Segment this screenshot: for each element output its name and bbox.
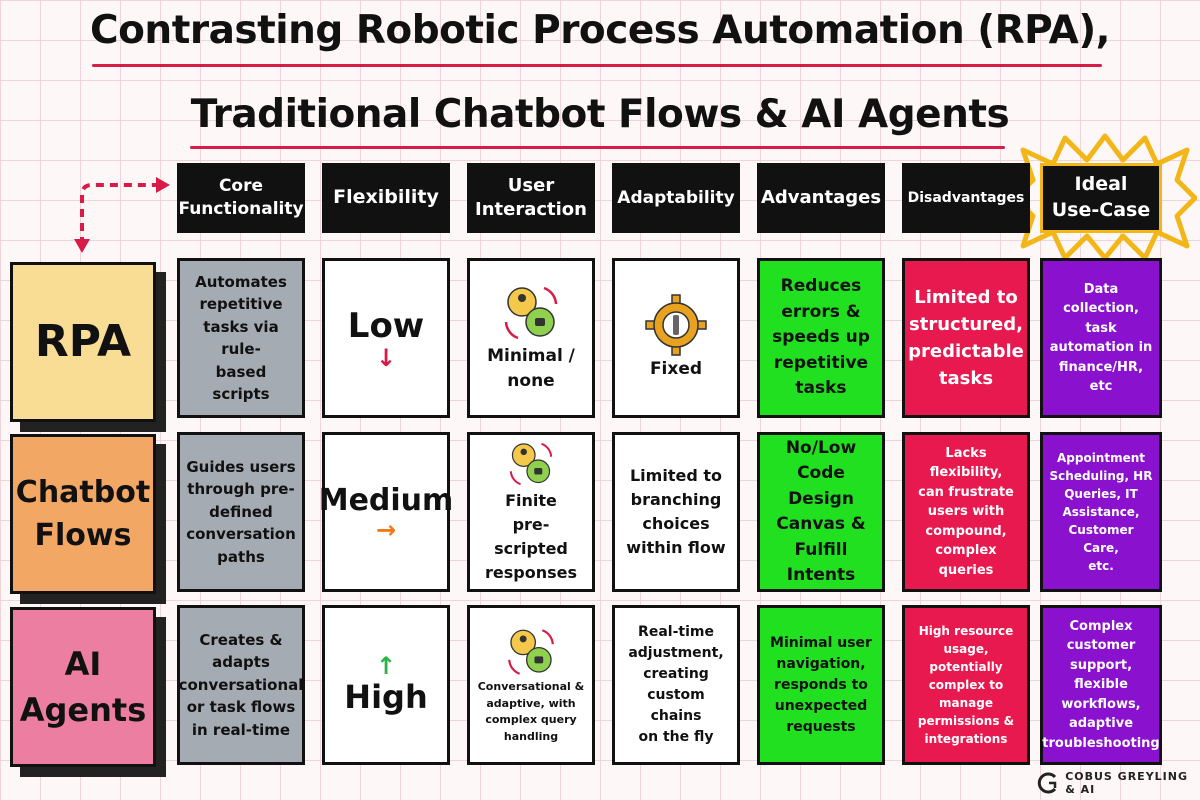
- page-title-line2: Traditional Chatbot Flows & AI Agents: [190, 92, 1010, 137]
- cell-chatbot-flexibility: Medium →: [319, 432, 453, 592]
- title-underline-1: [92, 64, 1102, 67]
- cell-chatbot-core: Guides users through pre- defined conver…: [177, 432, 305, 592]
- column-header-user-interaction: User Interaction: [467, 163, 595, 233]
- cell-agents-interaction: Conversational & adaptive, with complex …: [467, 605, 595, 765]
- starburst-highlight-icon: [1013, 133, 1197, 261]
- flexibility-level: Low: [347, 306, 425, 346]
- cell-agents-disadvantages: High resource usage, potentially complex…: [902, 605, 1030, 765]
- column-header-ideal-use-case: Ideal Use-Case: [1040, 163, 1162, 233]
- column-header-disadvantages: Disadvantages: [902, 163, 1030, 233]
- users-robot-exchange-icon: [504, 286, 558, 339]
- cell-chatbot-advantages: No/Low Code Design Canvas & Fulfill Inte…: [757, 432, 885, 592]
- cell-rpa-advantages: Reduces errors & speeds up repetitive ta…: [757, 258, 885, 418]
- arrow-right-icon: →: [375, 515, 397, 544]
- brand-footer: COBUS GREYLING & AI: [1037, 770, 1188, 796]
- cell-rpa-adaptability: Fixed: [612, 258, 740, 418]
- cell-rpa-disadvantages: Limited to structured, predictable tasks: [902, 258, 1030, 418]
- brand-text: COBUS GREYLING & AI: [1065, 769, 1188, 796]
- column-header-adaptability: Adaptability: [612, 163, 740, 233]
- cell-rpa-core: Automates repetitive tasks via rule- bas…: [177, 258, 305, 418]
- title-underline-2: [190, 146, 1005, 149]
- column-header-advantages: Advantages: [757, 163, 885, 233]
- dashed-arrow-icon: [74, 177, 170, 253]
- flexibility-level: Medium: [318, 482, 454, 518]
- row-label-chatbot-flows: Chatbot Flows: [10, 434, 156, 594]
- row-label-ai-agents: AI Agents: [10, 607, 156, 767]
- gear-wrench-icon: [645, 294, 707, 356]
- column-header-core-functionality: Core Functionality: [177, 163, 305, 233]
- flexibility-level: High: [344, 678, 428, 716]
- cell-agents-ideal: Complex customer support, flexible workf…: [1040, 605, 1162, 765]
- cell-rpa-flexibility: Low ↓: [322, 258, 450, 418]
- cell-agents-adaptability: Real-time adjustment, creating custom ch…: [612, 605, 740, 765]
- users-robot-exchange-icon: [508, 629, 554, 675]
- row-label-rpa: RPA: [10, 262, 156, 422]
- cell-agents-flexibility: ↑ High: [322, 605, 450, 765]
- cell-chatbot-ideal: Appointment Scheduling, HR Queries, IT A…: [1040, 432, 1162, 592]
- arrow-up-icon: ↑: [375, 652, 397, 680]
- cell-agents-core: Creates & adapts conversational or task …: [177, 605, 305, 765]
- arrow-down-icon: ↓: [375, 344, 397, 372]
- users-robot-exchange-icon: [509, 442, 553, 486]
- cobus-greyling-logo-icon: [1037, 772, 1057, 794]
- cell-chatbot-disadvantages: Lacks flexibility, can frustrate users w…: [902, 432, 1030, 592]
- page-title-line1: Contrasting Robotic Process Automation (…: [90, 8, 1110, 53]
- cell-rpa-ideal: Data collection, task automation in fina…: [1040, 258, 1162, 418]
- cell-agents-advantages: Minimal user navigation, responds to une…: [757, 605, 885, 765]
- cell-rpa-interaction: Minimal / none: [467, 258, 595, 418]
- column-header-flexibility: Flexibility: [322, 163, 450, 233]
- cell-chatbot-interaction: Finite pre-scripted responses: [467, 432, 595, 592]
- cell-chatbot-adaptability: Limited to branching choices within flow: [612, 432, 740, 592]
